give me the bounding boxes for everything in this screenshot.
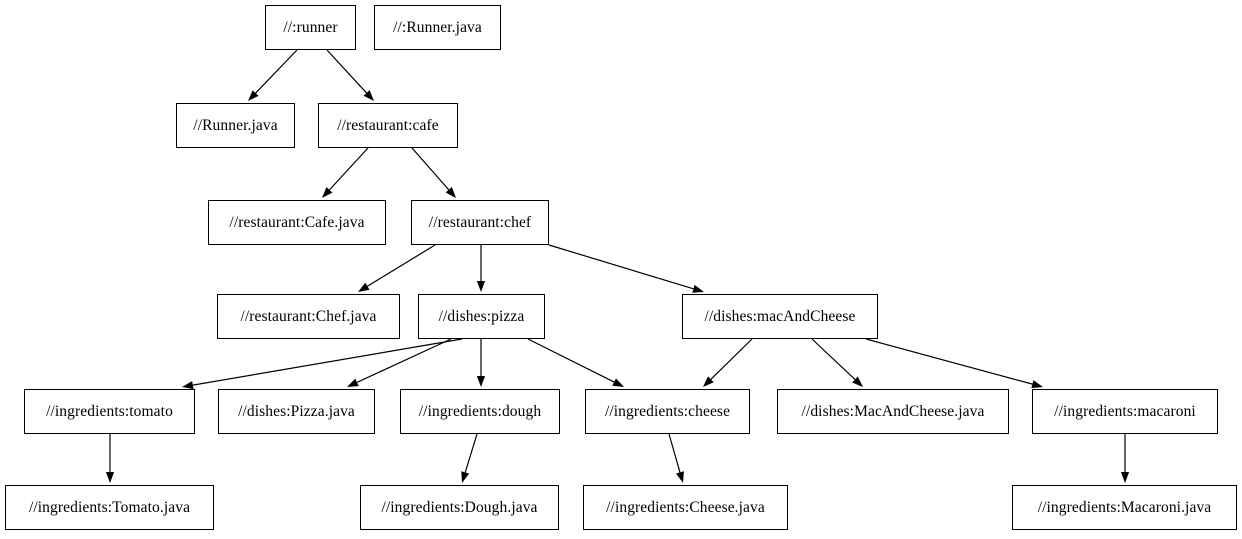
graph-edge-ing_macaroni-to-ing_macaroni_java [1120, 434, 1130, 483]
edge-arrowhead [1031, 380, 1043, 389]
edge-arrowhead [703, 376, 714, 387]
graph-edge-dishes_pizza-to-dishes_pizza_java [347, 338, 452, 387]
edge-line [710, 338, 753, 380]
graph-edge-ing_dough-to-ing_dough_java [461, 433, 478, 483]
graph-node-ing_macaroni_java[interactable]: //ingredients:Macaroni.java [1012, 485, 1237, 530]
graph-node-label: //ingredients:Cheese.java [606, 498, 765, 516]
graph-edge-runner-to-runner_java [248, 49, 298, 101]
edge-arrowhead [461, 471, 470, 483]
graph-node-label: //ingredients:Macaroni.java [1037, 498, 1212, 516]
graph-node-label: //dishes:pizza [438, 307, 525, 325]
graph-node-ing_dough[interactable]: //ingredients:dough [400, 389, 560, 434]
graph-edge-runner-to-restaurant_cafe [326, 49, 374, 101]
graph-edge-dishes_pizza-to-ing_tomato [182, 338, 463, 390]
graph-node-label: //restaurant:Chef.java [240, 307, 377, 325]
graph-node-ing_cheese[interactable]: //ingredients:cheese [585, 389, 750, 434]
edge-arrowhead [852, 376, 863, 387]
graph-edge-restaurant_chef-to-restaurant_chef_java [358, 244, 436, 292]
edge-arrowhead [692, 284, 704, 293]
edge-line [326, 49, 367, 94]
graph-node-restaurant_chef_java[interactable]: //restaurant:Chef.java [217, 294, 400, 339]
edge-line [192, 338, 463, 386]
edge-arrowhead [1120, 472, 1130, 483]
graph-edge-dishes_mac-to-ing_macaroni [865, 338, 1043, 389]
graph-node-label: //ingredients:Dough.java [381, 498, 538, 516]
edge-arrowhead [476, 376, 486, 387]
graph-edge-ing_tomato-to-ing_tomato_java [105, 434, 115, 483]
edge-arrowhead [445, 187, 456, 198]
graph-edge-dishes_mac-to-ing_cheese [703, 338, 753, 387]
graph-node-label: //:Runner.java [393, 18, 482, 36]
edge-line [548, 244, 694, 290]
graph-node-label: //dishes:Pizza.java [238, 402, 355, 420]
graph-edge-dishes_pizza-to-ing_dough [476, 339, 486, 387]
graph-node-dishes_mac_java[interactable]: //dishes:MacAndCheese.java [777, 389, 1009, 434]
graph-node-dishes_mac[interactable]: //dishes:macAndCheese [682, 294, 878, 339]
edge-arrowhead [105, 472, 115, 483]
graph-node-label: //ingredients:dough [418, 402, 542, 420]
graph-node-ing_tomato[interactable]: //ingredients:tomato [24, 389, 195, 434]
graph-edge-dishes_mac-to-dishes_mac_java [811, 338, 863, 387]
graph-edge-dishes_pizza-to-ing_cheese [527, 338, 624, 387]
edge-line [811, 338, 856, 380]
graph-node-ing_macaroni[interactable]: //ingredients:macaroni [1032, 389, 1218, 434]
graph-node-ing_cheese_java[interactable]: //ingredients:Cheese.java [583, 485, 788, 530]
graph-node-ing_dough_java[interactable]: //ingredients:Dough.java [360, 485, 559, 530]
edge-arrowhead [676, 471, 684, 483]
graph-node-restaurant_cafe_java[interactable]: //restaurant:Cafe.java [208, 200, 386, 245]
graph-node-label: //ingredients:macaroni [1054, 402, 1196, 420]
edge-line [865, 338, 1033, 385]
graph-node-ing_tomato_java[interactable]: //ingredients:Tomato.java [5, 485, 214, 530]
graph-node-runner_java[interactable]: //Runner.java [176, 103, 295, 148]
graph-node-label: //restaurant:cafe [337, 116, 439, 134]
edge-line [367, 244, 436, 287]
edge-line [255, 49, 298, 94]
graph-edge-restaurant_chef-to-dishes_mac [548, 244, 704, 293]
graph-node-label: //dishes:macAndCheese [704, 307, 856, 325]
graph-node-label: //dishes:MacAndCheese.java [801, 402, 985, 420]
graph-node-runner[interactable]: //:runner [265, 5, 356, 50]
graph-node-restaurant_cafe[interactable]: //restaurant:cafe [318, 103, 458, 148]
graph-node-label: //ingredients:Tomato.java [28, 498, 191, 516]
graph-node-label: //ingredients:cheese [604, 402, 731, 420]
edge-line [668, 433, 681, 473]
graph-node-dishes_pizza_java[interactable]: //dishes:Pizza.java [218, 389, 375, 434]
edge-arrowhead [363, 90, 374, 101]
edge-arrowhead [322, 187, 333, 198]
graph-edge-restaurant_chef-to-dishes_pizza [476, 245, 486, 292]
graph-node-dishes_pizza[interactable]: //dishes:pizza [418, 294, 545, 339]
edge-line [527, 338, 615, 383]
graph-edge-restaurant_cafe-to-restaurant_chef [411, 147, 456, 198]
edge-line [329, 147, 369, 191]
edge-line [356, 338, 452, 383]
graph-edge-restaurant_cafe-to-restaurant_cafe_java [322, 147, 369, 198]
graph-edge-ing_cheese-to-ing_cheese_java [668, 433, 684, 483]
edge-arrowhead [347, 378, 359, 387]
edge-line [464, 433, 478, 473]
graph-node-label: //ingredients:tomato [46, 402, 173, 420]
graph-node-label: //restaurant:chef [428, 213, 532, 231]
graph-node-label: //Runner.java [193, 116, 278, 134]
edge-line [411, 147, 450, 191]
edge-arrowhead [612, 378, 624, 387]
edge-arrowhead [248, 90, 259, 101]
graph-node-label: //restaurant:Cafe.java [229, 213, 365, 231]
edge-arrowhead [182, 381, 194, 390]
edge-arrowhead [476, 281, 486, 292]
graph-node-restaurant_chef[interactable]: //restaurant:chef [411, 200, 549, 245]
graph-node-label: //:runner [283, 18, 338, 36]
edge-arrowhead [358, 282, 370, 292]
graph-node-runner_java_root[interactable]: //:Runner.java [374, 5, 501, 50]
